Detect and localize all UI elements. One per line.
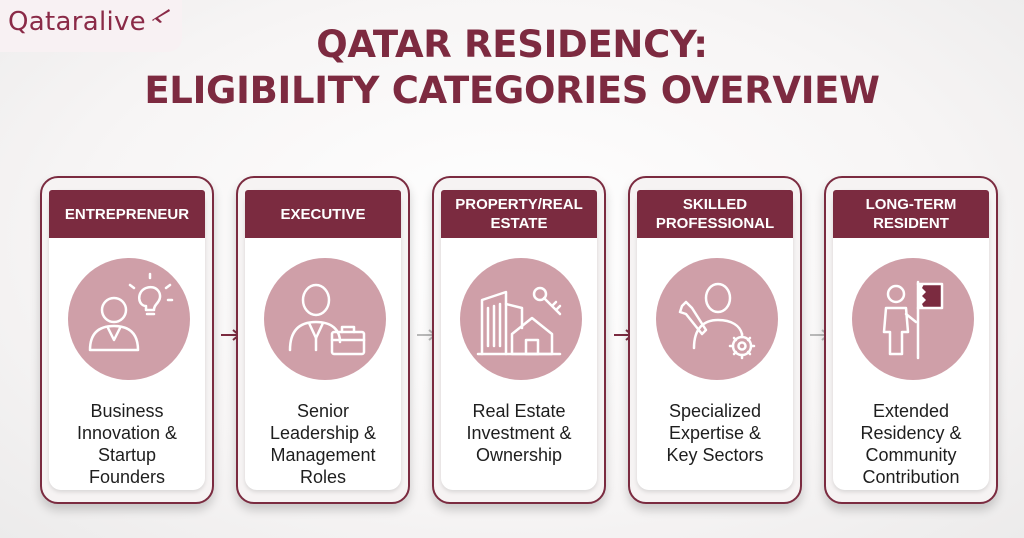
category-card-long-term: LONG-TERM RESIDENT Extended Residency & …	[824, 176, 998, 504]
brand-logo: Qataralive	[0, 0, 182, 52]
category-card-skilled: SKILLED PROFESSIONAL Specialized Experti…	[628, 176, 802, 504]
page-title: QATAR RESIDENCY: ELIGIBILITY CATEGORIES …	[0, 22, 1024, 114]
category-icon-circle	[656, 258, 778, 380]
category-description: Extended Residency & Community Contribut…	[860, 401, 962, 487]
entrepreneur-lightbulb-icon	[88, 272, 174, 352]
person-flag-icon	[882, 280, 944, 360]
airplane-icon	[152, 9, 170, 23]
category-card-entrepreneur: ENTREPRENEUR Business Innovation & Start…	[40, 176, 214, 504]
category-icon-circle	[460, 258, 582, 380]
category-header: EXECUTIVE	[245, 190, 401, 238]
category-description: Business Innovation & Startup Founders	[76, 401, 178, 487]
category-icon-circle	[68, 258, 190, 380]
wrench-gear-person-icon	[678, 282, 756, 360]
title-line-1: QATAR RESIDENCY:	[316, 23, 708, 66]
executive-briefcase-icon	[288, 283, 366, 356]
category-description: Senior Leadership & Management Roles	[269, 401, 377, 487]
category-header: PROPERTY/REAL ESTATE	[441, 190, 597, 238]
category-description: Specialized Expertise & Key Sectors	[666, 401, 764, 465]
title-line-2: ELIGIBILITY CATEGORIES OVERVIEW	[144, 69, 880, 112]
category-header: ENTREPRENEUR	[49, 190, 205, 238]
building-house-key-icon	[476, 286, 562, 356]
category-description: Real Estate Investment & Ownership	[466, 401, 572, 465]
logo-text: Qataralive	[8, 7, 146, 37]
category-card-executive: EXECUTIVE Senior Leadership & Management…	[236, 176, 410, 504]
category-card-property: PROPERTY/REAL ESTATE Real Estate Investm…	[432, 176, 606, 504]
category-header: SKILLED PROFESSIONAL	[637, 190, 793, 238]
category-icon-circle	[264, 258, 386, 380]
category-icon-circle	[852, 258, 974, 380]
category-header: LONG-TERM RESIDENT	[833, 190, 989, 238]
